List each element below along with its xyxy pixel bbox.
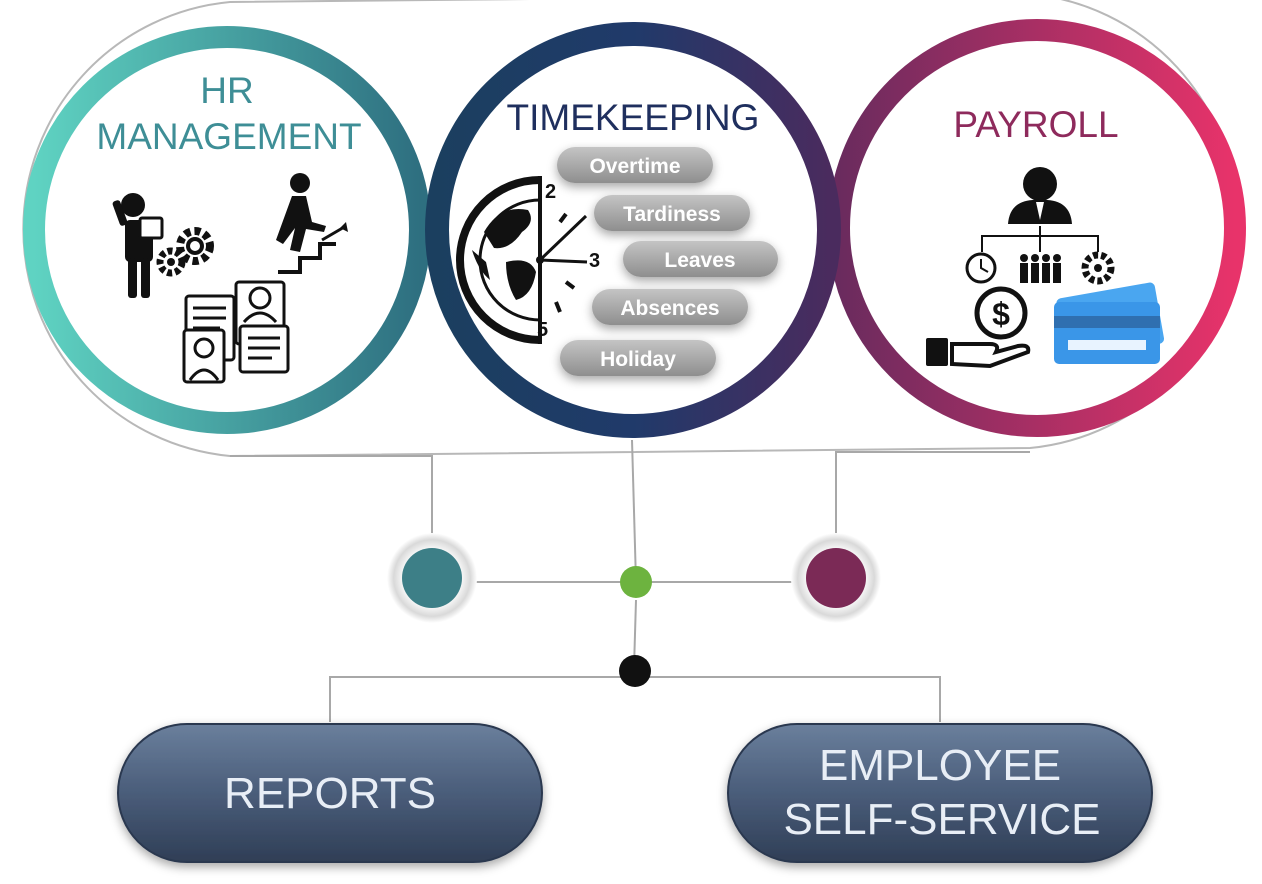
reports-button[interactable]: REPORTS [117,723,543,863]
payroll-title: PAYROLL [953,104,1118,145]
org-chart-lines [981,226,1099,252]
ess-label-line1: EMPLOYEE [819,741,1061,790]
ess-label-line2: SELF-SERVICE [783,795,1100,844]
clock-number-5: 5 [537,319,548,341]
gears-icon [156,227,214,277]
timekeeping-title: TIMEKEEPING [507,97,760,138]
pill-leaves[interactable]: Leaves [623,241,778,277]
hand-coin-icon: $ [926,286,1031,369]
pill-overtime[interactable]: Overtime [557,147,713,183]
hr-node [387,533,477,623]
clock-small-icon [965,252,997,284]
pill-overtime-label: Overtime [589,155,680,178]
pill-absences[interactable]: Absences [592,289,748,325]
payroll-node [791,533,881,623]
clock-number-3: 3 [589,250,600,272]
manager-icon [1008,167,1072,224]
hr-title-line2: MANAGEMENT [96,116,361,157]
center-green-node [620,566,652,598]
team-icon [1020,254,1061,283]
globe-clock-icon: 2 3 5 [456,176,600,344]
timekeeping-module[interactable]: TIMEKEEPING 2 3 5 Overtime Tardines [425,22,841,438]
employee-self-service-button[interactable]: EMPLOYEE SELF-SERVICE [727,723,1153,863]
hr-title-line1: HR [200,70,253,111]
thinking-person-icon [112,193,164,298]
pill-tardiness[interactable]: Tardiness [594,195,750,231]
hr-management-module[interactable]: HR MANAGEMENT [23,26,431,434]
payroll-module[interactable]: PAYROLL $ [828,19,1246,437]
dollar-symbol: $ [992,296,1010,332]
pill-leaves-label: Leaves [664,249,735,272]
pill-absences-label: Absences [620,297,719,320]
pill-holiday-label: Holiday [600,348,676,371]
climbing-stairs-icon [276,173,348,274]
credit-card-icon [1054,282,1165,364]
profile-documents-icon [182,280,290,384]
gear-small-icon [1081,251,1115,285]
clock-number-2: 2 [545,181,556,203]
pill-tardiness-label: Tardiness [623,203,721,226]
black-junction-node [619,655,651,687]
pill-holiday[interactable]: Holiday [560,340,716,376]
reports-label: REPORTS [224,769,436,818]
